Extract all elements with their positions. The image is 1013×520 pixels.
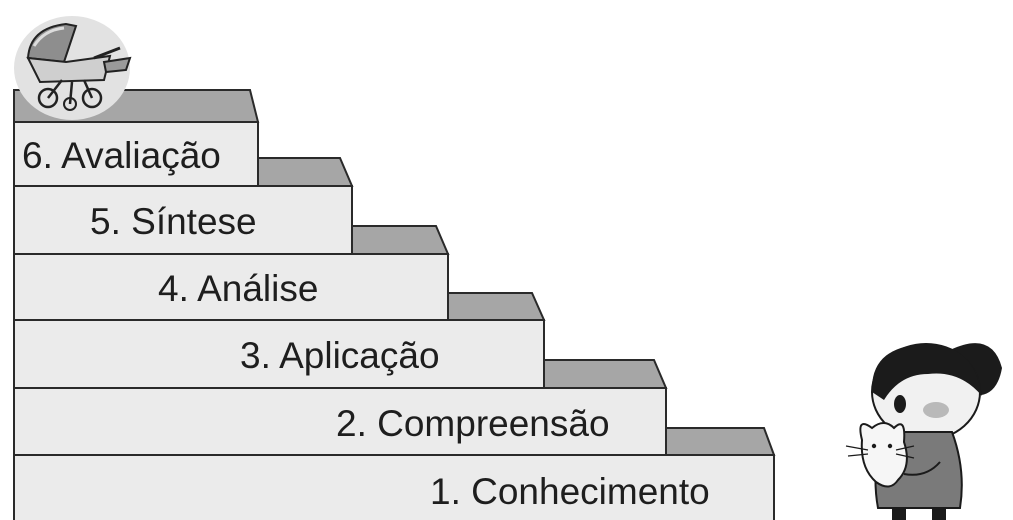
step-4-face [13, 253, 449, 321]
step-2 [13, 359, 668, 456]
step-6-label: 6. Avaliação [22, 135, 221, 176]
step-5-label: 5. Síntese [90, 201, 257, 242]
step-1-face [13, 454, 775, 520]
step-1-label: 1. Conhecimento [430, 471, 710, 512]
step-2-top [543, 359, 668, 389]
step-3-top [447, 292, 546, 321]
step-3 [13, 292, 546, 389]
baby-stroller-icon [14, 16, 132, 120]
step-1-top [665, 427, 776, 456]
step-4 [13, 225, 450, 321]
step-6-face [13, 121, 259, 187]
step-5-top [257, 157, 354, 187]
step-2-face [13, 387, 667, 456]
step-3-face [13, 319, 545, 389]
step-2-label: 2. Compreensão [336, 403, 610, 444]
step-1 [13, 427, 776, 520]
step-4-top [351, 225, 450, 255]
girl-holding-cat-icon [845, 343, 1002, 520]
step-4-label: 4. Análise [158, 268, 319, 309]
step-3-label: 3. Aplicação [240, 335, 440, 376]
